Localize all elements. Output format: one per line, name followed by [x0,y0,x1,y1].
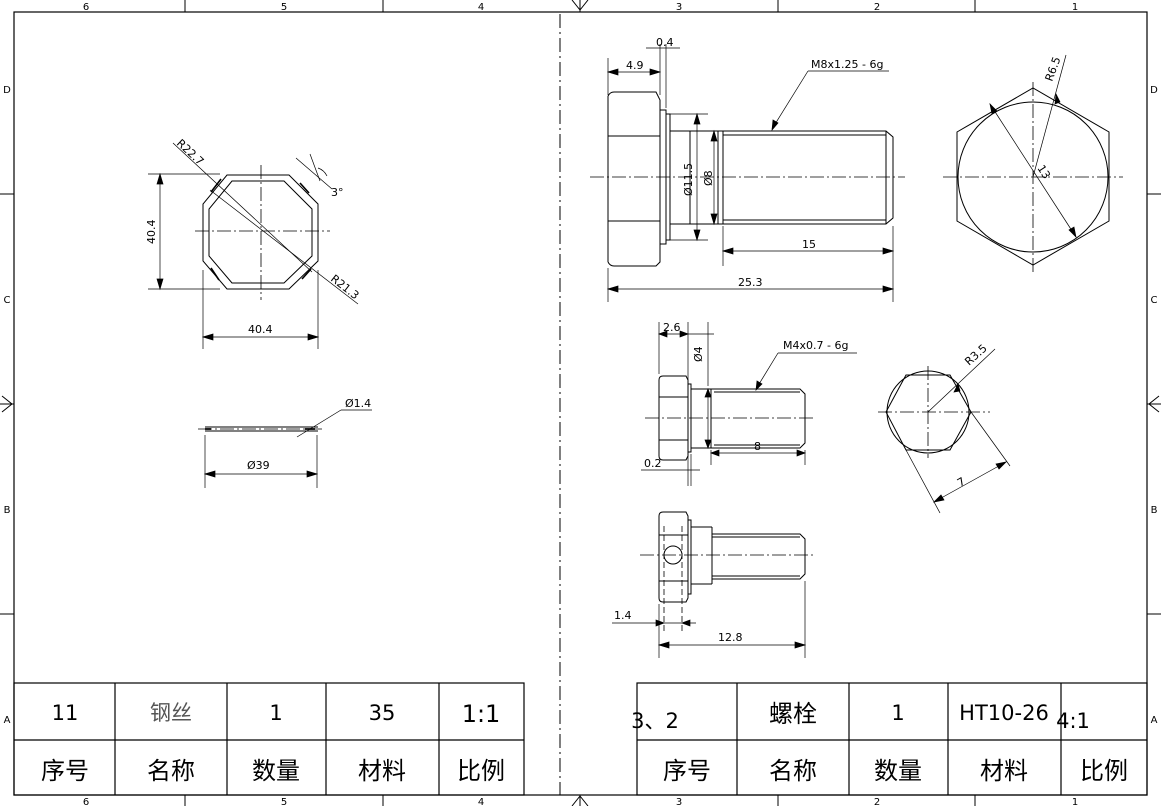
dim-height: 40.4 [145,220,158,245]
dim-r-outer: R22.7 [174,137,206,168]
bolt-m8-side-view [590,44,905,302]
dim-bolt1-flange: 0.4 [656,36,674,49]
dim-bolt1-shank-dia: Ø8 [702,170,715,186]
bolt-with-hole-side-view [612,511,815,658]
right-material-header: 材料 [980,757,1028,785]
right-qty-header: 数量 [874,757,922,785]
left-seq-header: 序号 [41,757,89,785]
zone-label-left-c: C [4,295,11,306]
dim-bolt1-thread-len: 15 [802,238,816,251]
dim-bolt2-head-len: 2.6 [663,321,681,334]
zone-label-top-2: 2 [874,2,880,13]
left-qty-header: 数量 [252,757,300,785]
right-material-value: HT10-26 [959,701,1049,725]
left-material-value: 35 [369,701,396,725]
dim-bolt2-thread: M4x0.7 - 6g [783,339,848,352]
dim-bolt1-across-flats: 13 [1034,163,1053,182]
dim-bolt2-shank-dia: Ø4 [692,346,705,362]
zone-label-top-1: 1 [1072,2,1078,13]
left-qty-value: 1 [269,701,282,725]
title-block-right [636,682,1148,796]
dim-bolt1-total-len: 25.3 [738,276,763,289]
zone-label-right-b: B [1151,505,1158,516]
dim-bolt1-thread: M8x1.25 - 6g [811,58,883,71]
right-seq-header: 序号 [663,757,711,785]
zone-labels: 6 5 4 3 2 1 6 5 4 3 2 1 D C B A D C B A [3,2,1158,806]
dim-bolt3-total-len: 12.8 [718,631,743,644]
right-qty-value: 1 [891,701,904,725]
bolt-m4-end-view [878,348,1011,514]
zone-label-bottom-1: 1 [1072,797,1078,806]
right-scale-value: 4:1 [1056,709,1090,733]
zone-label-left-b: B [4,505,11,516]
right-name-value: 螺栓 [769,700,817,728]
left-seq-value: 11 [52,701,79,725]
dim-bolt2-flange: 0.2 [644,457,662,470]
bolt-m8-end-view [943,54,1123,272]
zone-label-bottom-3: 3 [676,797,682,806]
dim-bolt1-head-len: 4.9 [626,59,644,72]
right-name-header: 名称 [769,757,817,785]
right-scale-header: 比例 [1080,757,1128,785]
wire-ring-side-view [198,409,372,488]
zone-label-right-c: C [1151,295,1158,306]
bolt-m4-side-view [641,322,857,486]
left-name-header: 名称 [147,757,195,785]
zone-label-top-5: 5 [281,2,287,13]
wire-ring-front-view [148,142,359,349]
dim-bolt1-flange-dia: Ø11.5 [682,163,695,196]
dim-bolt2-across-flats: 7 [955,475,968,490]
left-name-value: 钢丝 [150,701,192,725]
dim-bolt1-hex-radius: R6.5 [1043,55,1064,83]
dim-bolt2-hex-radius: R3.5 [962,342,989,368]
dim-width: 40.4 [248,323,273,336]
dim-bolt3-hole-offset: 1.4 [614,609,632,622]
zone-label-top-6: 6 [83,2,89,13]
dim-wire-dia: Ø1.4 [345,397,371,410]
drawing-border [13,11,1148,796]
zone-label-left-d: D [3,85,11,96]
zone-label-bottom-4: 4 [478,797,484,806]
title-block-left [13,682,525,796]
zone-label-left-a: A [4,715,11,726]
left-scale-value: 1:1 [462,700,501,728]
dim-angle: 3° [331,186,344,199]
dim-bolt2-thread-len: 8 [754,440,761,453]
right-seq-value: 3、2 [631,709,679,733]
zone-label-top-4: 4 [478,2,484,13]
left-material-header: 材料 [358,757,406,785]
dim-r-inner: R21.3 [328,272,361,302]
dim-ring-dia: Ø39 [247,459,270,472]
left-scale-header: 比例 [457,757,505,785]
zone-label-bottom-5: 5 [281,797,287,806]
zone-label-top-3: 3 [676,2,682,13]
zone-label-bottom-2: 2 [874,797,880,806]
zone-label-right-a: A [1151,715,1158,726]
zone-label-right-d: D [1150,85,1158,96]
zone-label-bottom-6: 6 [83,797,89,806]
